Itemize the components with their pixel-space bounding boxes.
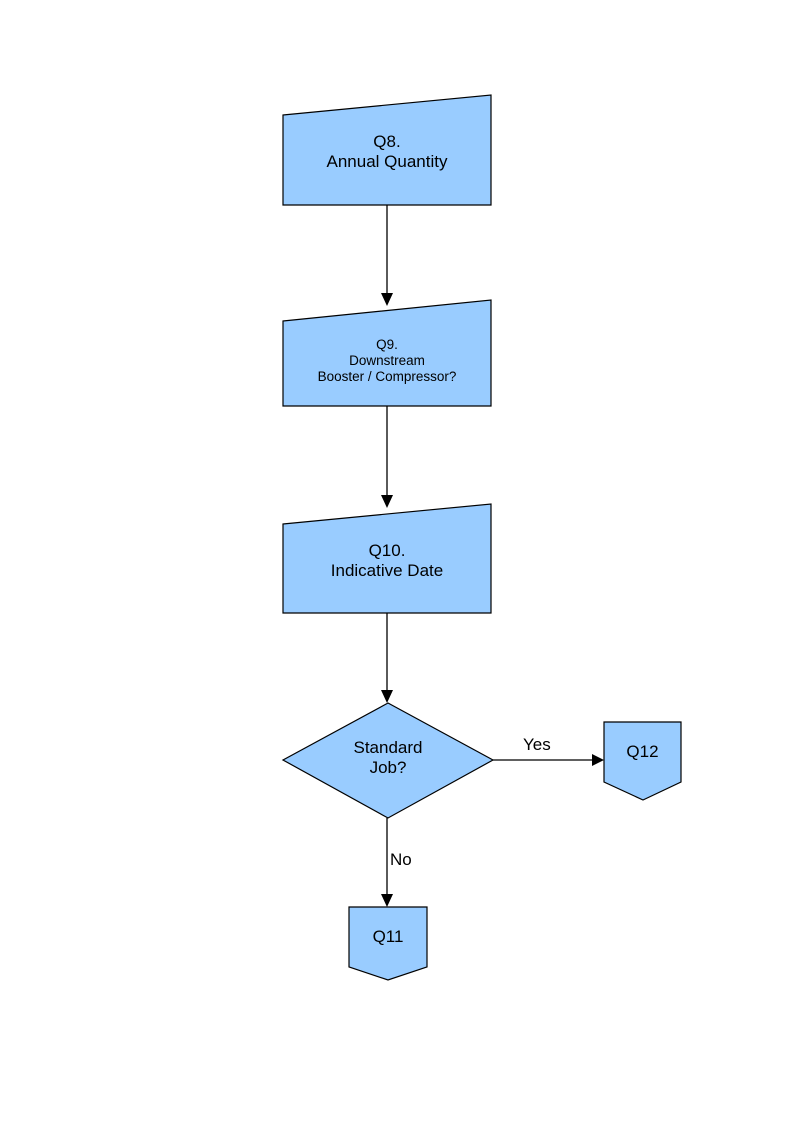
edge-decision-q11-arrowhead <box>381 894 393 907</box>
edge-decision-q12-arrowhead <box>592 754 604 766</box>
node-q9-shape[interactable] <box>282 299 492 407</box>
node-decision-shape[interactable] <box>281 702 495 819</box>
edge-q8-q9-arrowhead <box>381 293 393 306</box>
edge-q10-decision-arrowhead <box>381 690 393 703</box>
edge-label-yes: Yes <box>523 735 551 754</box>
node-q10-shape[interactable] <box>282 503 492 614</box>
node-q11-shape[interactable] <box>348 906 428 981</box>
node-q12-shape[interactable] <box>603 721 682 801</box>
edge-q9-q10-arrowhead <box>381 495 393 508</box>
node-q8-shape[interactable] <box>282 94 492 206</box>
edge-label-no: No <box>390 850 412 869</box>
